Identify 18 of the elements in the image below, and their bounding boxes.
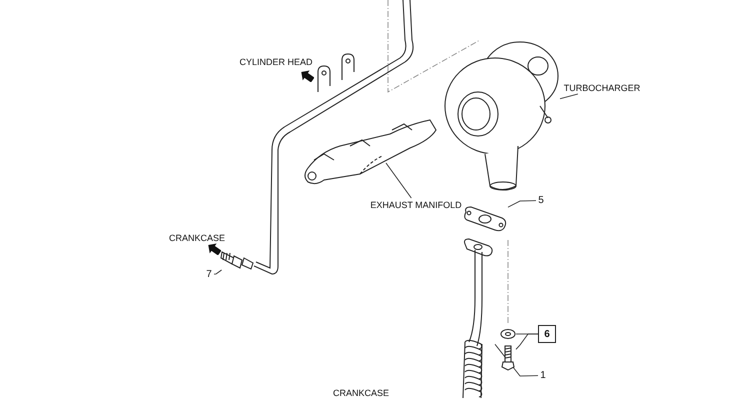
callout-number: 6 <box>538 325 556 343</box>
callout-number: 1 <box>538 369 548 382</box>
leader-line <box>508 200 536 208</box>
bolt-drawing <box>500 345 516 371</box>
direction-label: CRANKCASE <box>332 386 390 399</box>
callout-number: 7 <box>204 268 214 281</box>
part-label: EXHAUST MANIFOLD <box>366 198 466 211</box>
callout-number: 5 <box>536 194 546 207</box>
leader-line <box>516 334 538 350</box>
leader-line <box>214 270 222 274</box>
washer-drawing <box>500 328 516 340</box>
leader-line <box>386 162 412 198</box>
direction-label: CYLINDER HEAD <box>238 56 314 68</box>
leader-line <box>494 344 538 376</box>
direction-label: CRANKCASE <box>168 232 226 244</box>
leader-line <box>560 94 578 100</box>
part-label: TURBOCHARGER <box>562 81 642 94</box>
gasket-drawing <box>462 206 508 232</box>
